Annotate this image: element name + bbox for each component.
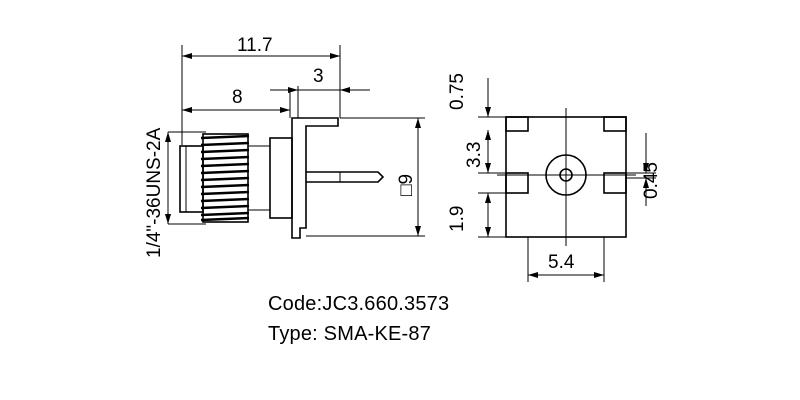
pin-width-label: 0.45 <box>641 162 662 199</box>
type-label: Type: SMA-KE-87 <box>268 323 432 345</box>
overall-length-label: 11.7 <box>237 35 273 56</box>
code-label: Code:JC3.660.3573 <box>268 293 450 315</box>
body-length-label: 8 <box>232 87 243 108</box>
thread-spec-label: 1/4"-36UNS-2A <box>144 127 165 258</box>
pin-square-label: □9 <box>396 174 417 196</box>
lower-height-label: 1.9 <box>447 206 468 232</box>
top-offset-label: 0.75 <box>447 73 468 110</box>
upper-height-label: 3.3 <box>464 142 485 168</box>
pin-length-label: 3 <box>313 66 324 87</box>
side-view: 11.7 8 3 1/4"-36UNS-2A □9 <box>144 35 425 258</box>
base-width-label: 5.4 <box>548 252 575 273</box>
front-view: 0.75 3.3 1.9 0.45 5.4 <box>447 73 662 282</box>
